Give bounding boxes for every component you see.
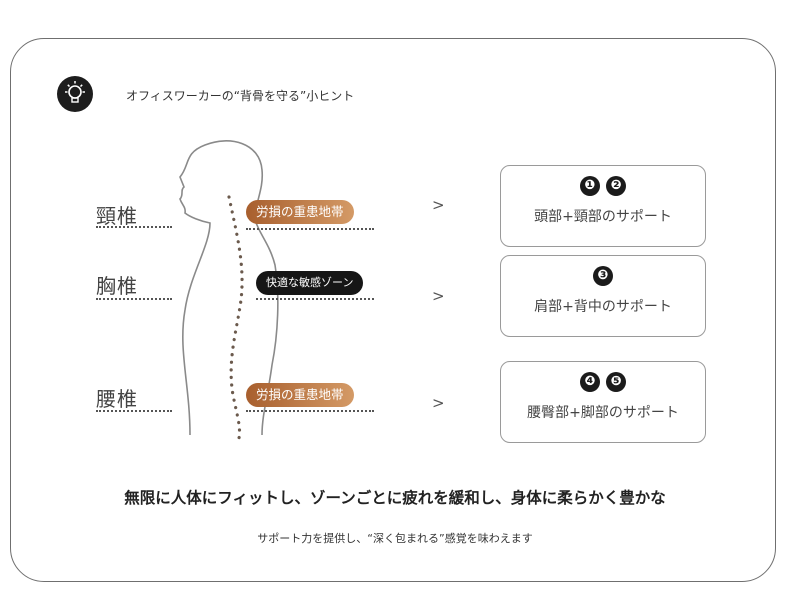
support-label: 肩部+背中のサポート xyxy=(534,299,672,315)
support-label: 頭部+頸部のサポート xyxy=(534,209,672,225)
number-badge: ❹ xyxy=(580,372,600,392)
zone-tag-lumbar: 労損の重患地帯 xyxy=(246,383,354,407)
number-badge: ❺ xyxy=(606,372,626,392)
number-badge: ❶ xyxy=(580,176,600,196)
tag-underline xyxy=(246,228,374,230)
zone-label-thoracic: 胸椎 xyxy=(96,274,138,298)
support-box-hip-legs: ❹ ❺ 腰臀部+脚部のサポート xyxy=(500,361,706,443)
support-label: 腰臀部+脚部のサポート xyxy=(527,405,679,421)
lightbulb-icon xyxy=(57,76,93,112)
spine-dots xyxy=(227,195,244,440)
tag-underline xyxy=(246,410,374,412)
arrow-cervical: > xyxy=(432,196,445,214)
number-badge: ❷ xyxy=(606,176,626,196)
arrow-lumbar: > xyxy=(432,394,445,412)
zone-underline xyxy=(96,226,172,228)
main-message: 無限に人体にフィットし、ゾーンごとに疲れを緩和し、身体に柔らかく豊かな xyxy=(124,489,666,507)
arrow-thoracic: > xyxy=(432,287,445,305)
zone-tag-thoracic: 快適な敏感ゾーン xyxy=(256,271,364,295)
zone-label-cervical: 頸椎 xyxy=(96,204,138,228)
hint-title: オフィスワーカーの“背骨を守る”小ヒント xyxy=(126,89,355,103)
zone-underline xyxy=(96,298,172,300)
support-box-shoulder-back: ❸ 肩部+背中のサポート xyxy=(500,255,706,337)
zone-tag-cervical: 労損の重患地帯 xyxy=(246,200,354,224)
zone-underline xyxy=(96,410,172,412)
zone-label-lumbar: 腰椎 xyxy=(96,387,138,411)
number-badge: ❸ xyxy=(593,266,613,286)
info-card xyxy=(10,38,776,582)
sub-message: サポート力を提供し、“深く包まれる”感覚を味わえます xyxy=(257,532,533,545)
tag-underline xyxy=(256,298,374,300)
support-box-head-neck: ❶ ❷ 頭部+頸部のサポート xyxy=(500,165,706,247)
